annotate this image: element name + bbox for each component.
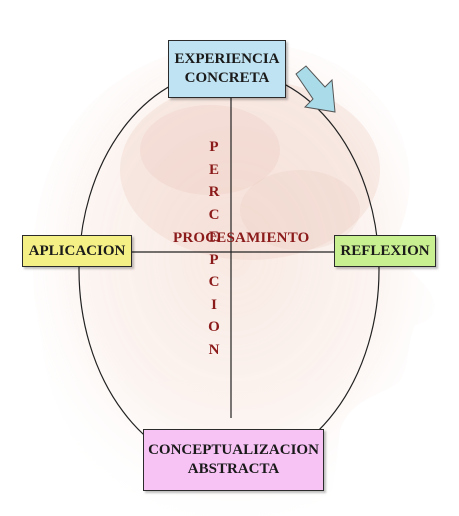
percepcion-letter: N xyxy=(208,341,220,358)
percepcion-letter: C xyxy=(208,206,220,223)
percepcion-vertical-label: P E R C E P C I O N xyxy=(204,136,224,361)
node-bottom-line2: ABSTRACTA xyxy=(187,461,280,477)
node-reflexion: REFLEXION xyxy=(334,235,436,267)
node-bottom-line1: CONCEPTUALIZACION xyxy=(148,442,319,459)
procesamiento-label: PROCESAMIENTO xyxy=(173,230,310,246)
node-top-line2: CONCRETA xyxy=(184,70,270,86)
node-left-line1: APLICACION xyxy=(28,242,126,259)
percepcion-letter: C xyxy=(208,274,220,290)
percepcion-letter: O xyxy=(208,319,220,335)
node-aplicacion: APLICACION xyxy=(22,235,132,267)
percepcion-letter: E xyxy=(208,161,219,178)
node-experiencia-concreta: EXPERIENCIA CONCRETA xyxy=(168,40,286,98)
node-top-line1: EXPERIENCIA xyxy=(174,51,280,68)
percepcion-letter: I xyxy=(211,296,217,313)
percepcion-letter: P xyxy=(209,139,219,155)
percepcion-letter: E xyxy=(208,229,219,245)
clockwise-arrow xyxy=(295,65,336,113)
node-right-line1: REFLEXION xyxy=(340,242,430,259)
percepcion-letter: R xyxy=(208,184,220,200)
percepcion-letter: P xyxy=(209,251,219,268)
node-conceptualizacion-abstracta: CONCEPTUALIZACION ABSTRACTA xyxy=(143,429,324,491)
head-silhouette-background xyxy=(32,42,435,516)
